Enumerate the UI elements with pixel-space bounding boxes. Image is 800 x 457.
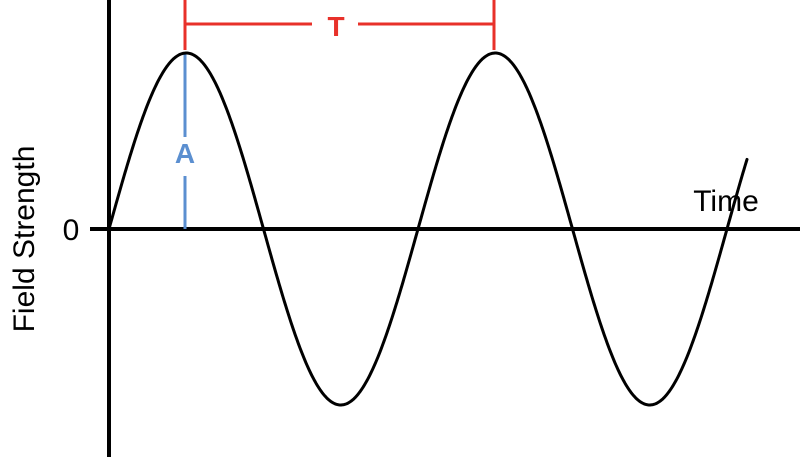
amplitude-label: A: [175, 138, 195, 169]
y-axis-label: Field Strength: [8, 146, 41, 333]
zero-label: 0: [63, 214, 80, 247]
sine-wave: [107, 51, 749, 407]
time-label: Time: [693, 185, 759, 218]
period-label: T: [327, 11, 344, 42]
